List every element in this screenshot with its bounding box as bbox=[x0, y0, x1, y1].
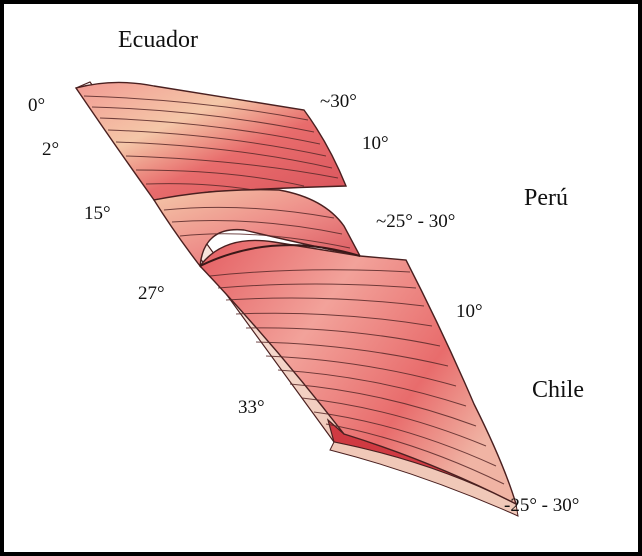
dip-label-edge-15: 15° bbox=[84, 204, 111, 223]
dip-label-south-mid: 10° bbox=[456, 302, 483, 321]
slab-illustration bbox=[4, 4, 638, 552]
country-label-chile: Chile bbox=[532, 378, 584, 402]
dip-label-north-mid: 10° bbox=[362, 134, 389, 153]
country-label-peru: Perú bbox=[524, 186, 568, 210]
dip-label-north-far: ~30° bbox=[320, 92, 357, 111]
dip-label-south-far: -25° - 30° bbox=[504, 496, 579, 515]
slab-segment-south bbox=[200, 240, 516, 504]
dip-label-edge-0: 0° bbox=[28, 96, 45, 115]
country-label-ecuador: Ecuador bbox=[118, 28, 198, 52]
dip-label-edge-2: 2° bbox=[42, 140, 59, 159]
dip-label-edge-33: 33° bbox=[238, 398, 265, 417]
dip-label-edge-27: 27° bbox=[138, 284, 165, 303]
dip-label-central-far: ~25° - 30° bbox=[376, 212, 455, 231]
